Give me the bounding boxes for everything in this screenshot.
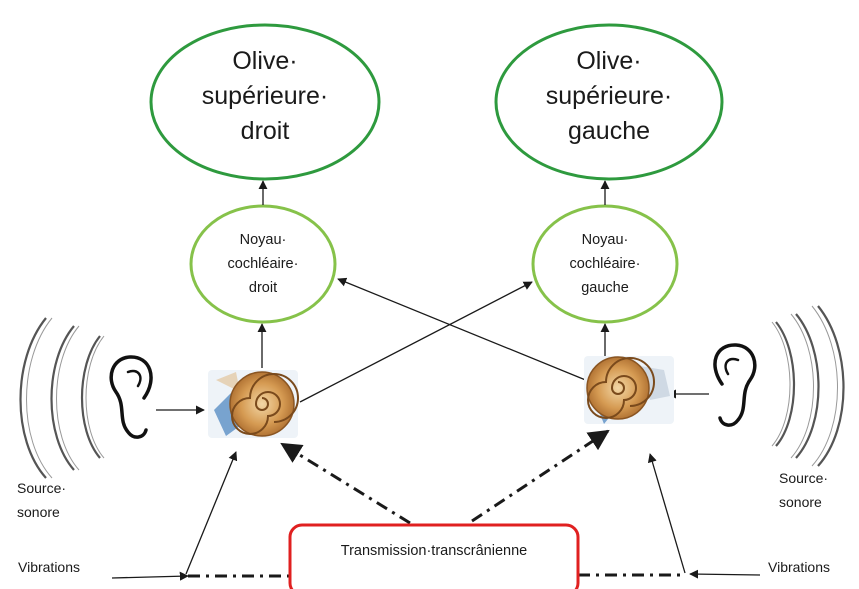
ear-icon [109,355,153,439]
dashdot-to-left-cochlea [280,442,411,525]
sound-wave-icon [19,317,105,479]
transmission-label: Transmission·transcrânienne [340,543,528,559]
source-left-line-2: sonore [17,504,60,520]
ear-icon [713,343,757,427]
olive-left-node [494,23,724,181]
cochlear-left-node [531,204,679,324]
dashdot-to-right-cochlea [471,429,610,523]
source-right-line-2: sonore [779,494,822,510]
cochlear-left-line-1: Noyau· [581,232,629,248]
source-right-line-1: Source· [779,470,829,486]
source-left-line-1: Source· [17,480,67,496]
olive-left-line-3: gauche [567,117,651,145]
arrow-cross-to-right-nucleus [337,277,589,382]
arrow-vibrations-right-in [689,569,761,579]
arrow-vibrations-left-in [111,571,189,581]
olive-right-line-1: Olive· [232,47,298,75]
cochlear-right-line-2: cochléaire· [227,256,299,272]
cochlear-left-label: Noyau· cochléaire· gauche [545,228,665,300]
cochlear-left-line-2: cochléaire· [569,256,641,272]
vibrations-right-label: Vibrations [768,559,831,575]
cochlea-icon [208,370,299,438]
arrow-vibration-left-up [185,451,238,575]
sound-wave-icon [771,305,845,467]
olive-left-label: Olive· supérieure· gauche [534,44,684,149]
cochlear-right-line-3: droit [248,280,278,296]
olive-left-line-2: supérieure· [545,82,673,110]
cochlear-left-line-3: gauche [581,280,629,296]
olive-right-line-2: supérieure· [201,82,329,110]
olive-left-line-1: Olive· [576,47,642,75]
transmission-box [288,523,580,589]
arrow-cross-to-left-nucleus [299,281,533,403]
vibrations-left-label: Vibrations [18,559,81,575]
cochlear-right-node [189,204,337,324]
cochlear-right-label: Noyau· cochléaire· droit [203,228,323,300]
olive-right-label: Olive· supérieure· droit [190,44,340,149]
source-right-label: Source· sonore [779,466,828,514]
arrow-vibration-right-up [647,453,686,574]
olive-right-line-3: droit [240,117,290,145]
source-left-label: Source· sonore [17,476,66,524]
olive-right-node [149,23,381,181]
cochlea-icon [584,356,674,424]
cochlear-right-line-1: Noyau· [239,232,287,248]
